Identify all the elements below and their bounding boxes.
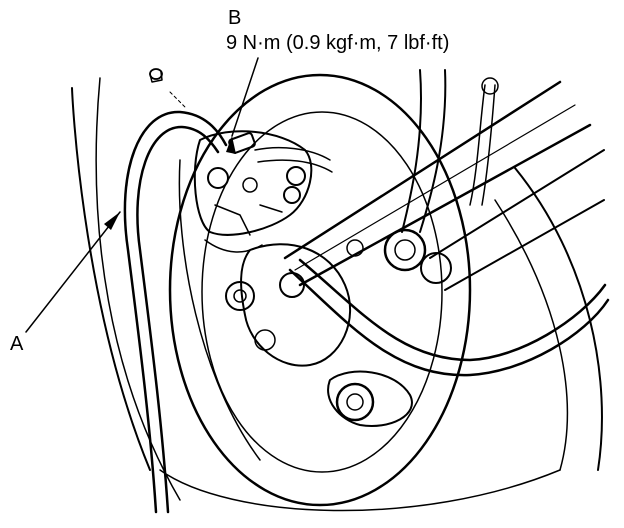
tire-outer-arc — [71, 87, 151, 471]
sensor-wire-2 — [481, 84, 496, 206]
caliper-fitting-3 — [283, 186, 301, 204]
tire-arc-3 — [514, 167, 603, 471]
tire-arc-2 — [95, 77, 181, 501]
arrowhead-a — [104, 212, 120, 230]
callout-b: B — [228, 7, 242, 29]
disc-edge — [178, 159, 261, 461]
bleeder-hose-inner — [136, 125, 220, 514]
caliper-tube — [254, 146, 331, 161]
caliper-detail-3 — [204, 239, 263, 253]
strut-line-2 — [419, 69, 447, 233]
lower-arm-bolt-inner — [346, 393, 364, 411]
brake-disc — [168, 73, 472, 507]
brake-hose-lower — [288, 268, 610, 377]
caliper-housing — [193, 130, 313, 236]
upper-arm-top — [283, 80, 562, 260]
hub-bolt-1-inner — [233, 289, 247, 303]
bleeder-cap-body — [149, 71, 163, 83]
arrowhead-b — [226, 136, 236, 154]
caliper-detail-1 — [214, 204, 251, 236]
caliper-fitting-4 — [242, 177, 258, 193]
brake-disc-inner — [201, 111, 443, 473]
upper-arm-inner — [294, 104, 576, 271]
lower-arm-bolt — [335, 382, 375, 422]
wheel-arc-bottom — [159, 469, 561, 512]
brake-hose-upper — [298, 258, 607, 362]
wire-clip — [481, 77, 499, 95]
leader-b — [231, 57, 259, 137]
caliper-tube-2 — [257, 159, 333, 173]
callout-a: A — [10, 333, 24, 355]
stabilizer-bolt — [420, 252, 452, 284]
leader-a — [25, 211, 121, 333]
caliper-fitting-2 — [286, 166, 306, 186]
lower-link-top — [429, 149, 605, 259]
bleeder-cap — [149, 68, 163, 80]
torque-spec: 9 N·m (0.9 kgf·m, 7 lbf·ft) — [226, 32, 450, 54]
lower-link-bottom — [444, 199, 605, 291]
link-ball-joint — [383, 228, 427, 272]
tire-arc-4 — [494, 199, 569, 471]
link-ball-joint-inner — [394, 239, 416, 261]
caliper-detail-2 — [259, 204, 283, 213]
hub-bolt-1 — [225, 281, 255, 311]
lower-arm-bracket — [327, 370, 413, 427]
sensor-wire — [469, 84, 486, 206]
strut-line-1 — [401, 69, 422, 233]
caliper-fitting-1 — [207, 167, 229, 189]
leader-b-dashes — [169, 91, 187, 109]
hub-bolt-3 — [254, 329, 276, 351]
bleeder-hose-outer — [123, 110, 228, 514]
upper-arm-bottom — [298, 123, 592, 287]
